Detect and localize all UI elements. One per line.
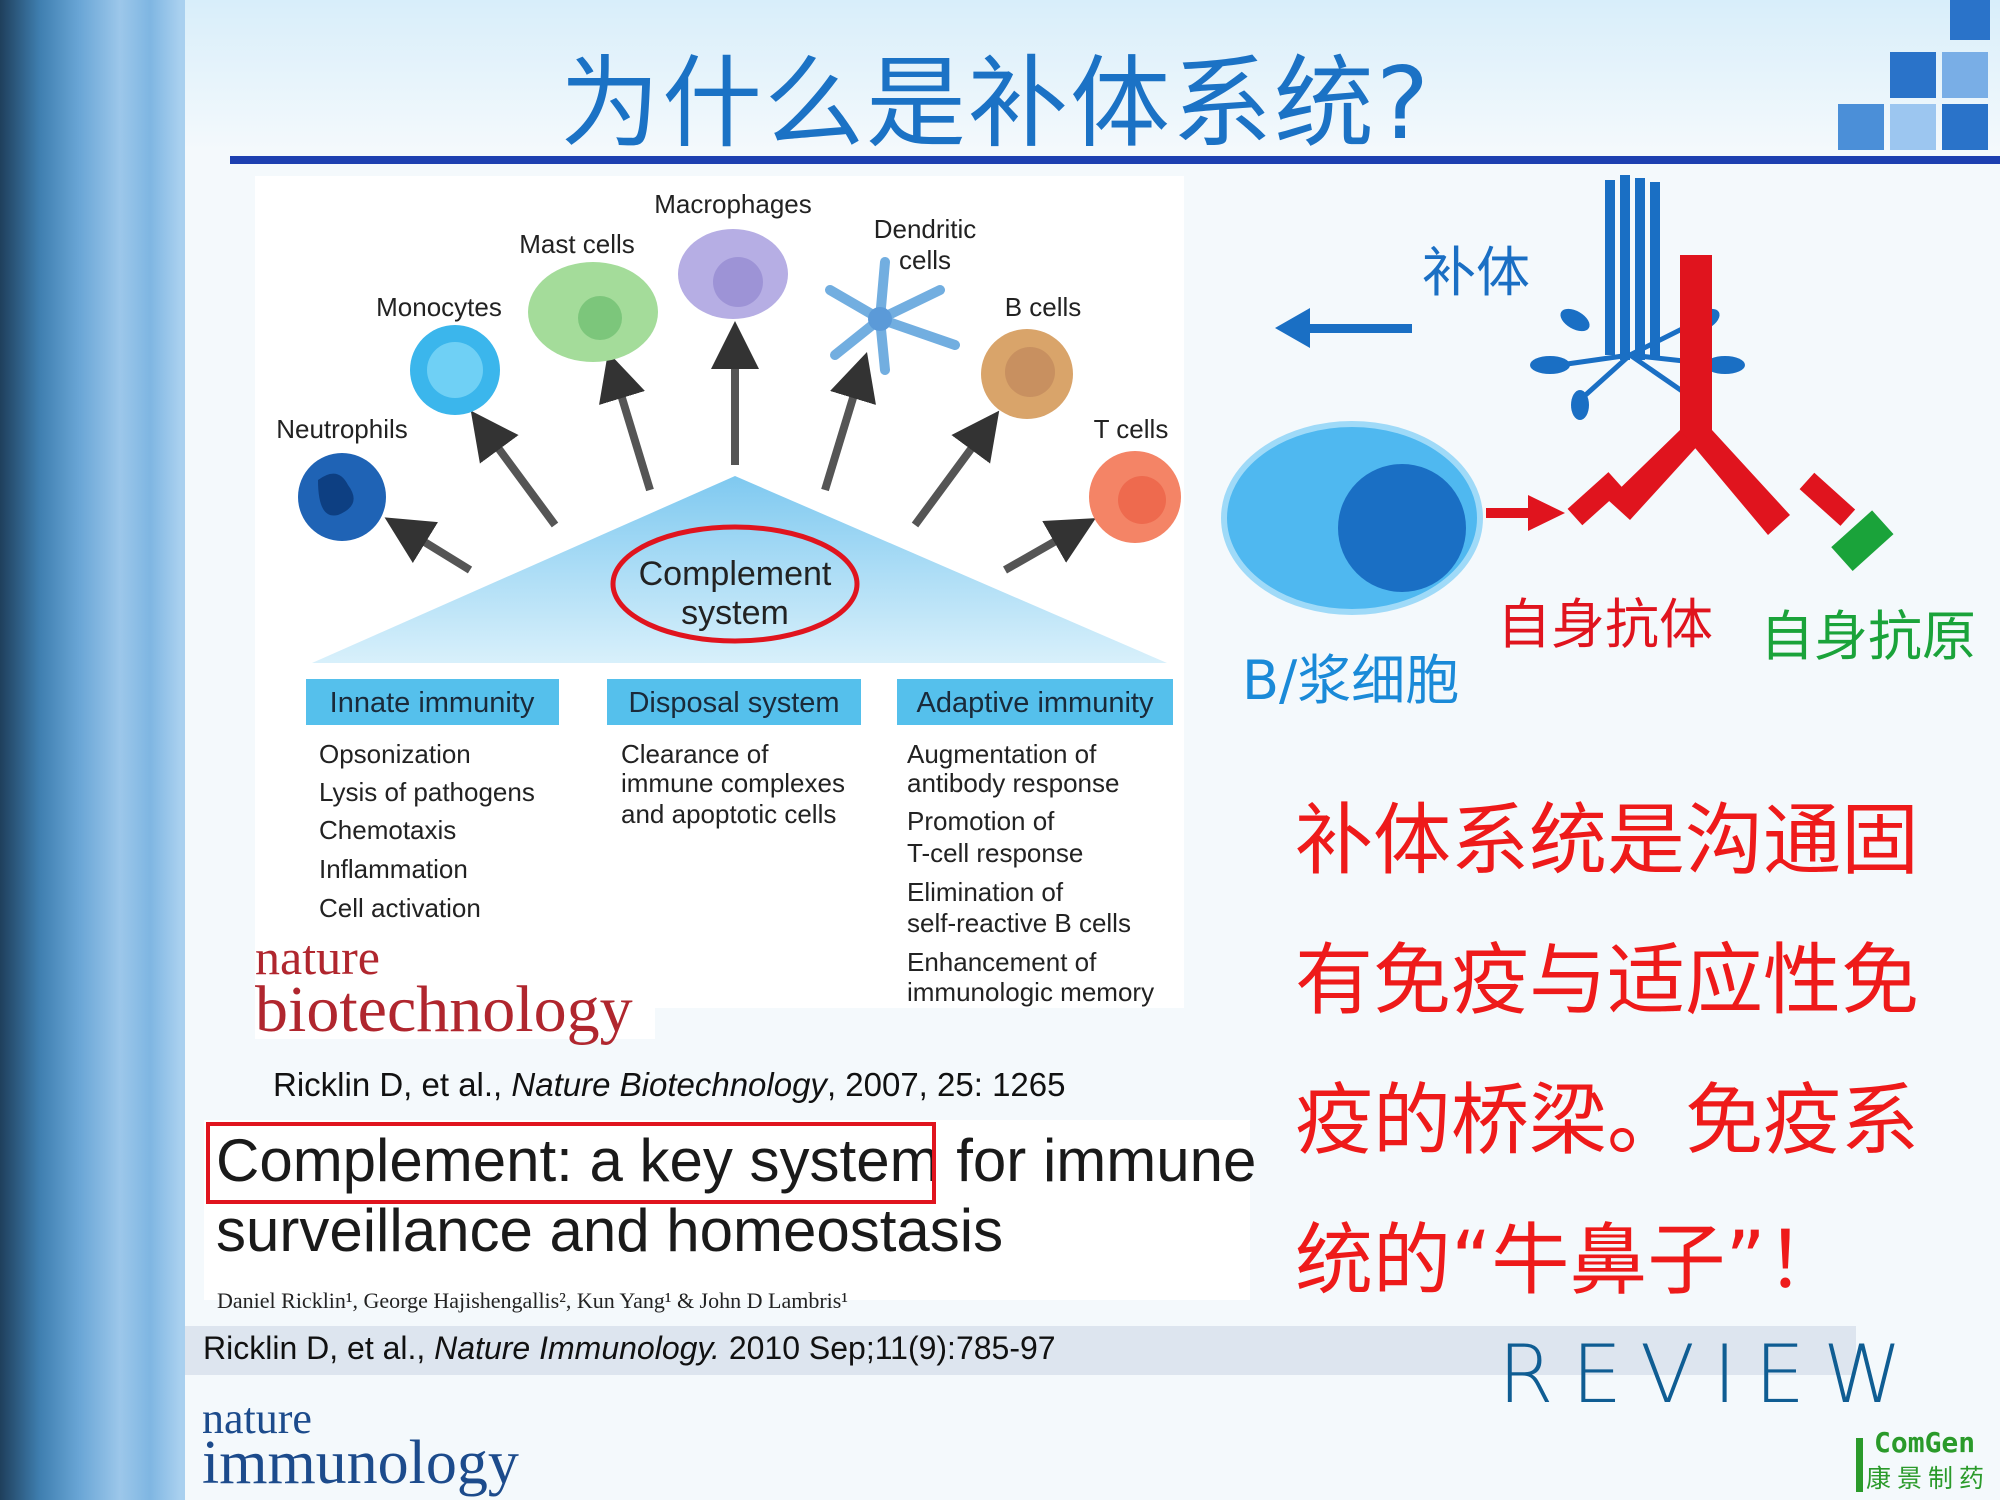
monocyte-cell-icon bbox=[410, 325, 500, 415]
disposal-header-box bbox=[607, 679, 861, 725]
adaptive-item: Augmentation of bbox=[907, 739, 1097, 769]
innate-item: Chemotaxis bbox=[319, 815, 456, 845]
autoantibody-diagram bbox=[1221, 175, 1894, 615]
macrophage-cell-icon bbox=[678, 229, 788, 319]
label-macrophages: Macrophages bbox=[654, 189, 812, 219]
slide-title: 为什么是补体系统? bbox=[560, 45, 1432, 162]
adaptive-item: Enhancement of bbox=[907, 947, 1097, 977]
neutrophil-cell-icon bbox=[298, 453, 386, 541]
adaptive-item: immunologic memory bbox=[907, 977, 1154, 1007]
comgen-logo: ComGen 康景制药 bbox=[1856, 1426, 1990, 1495]
logo-line2: biotechnology bbox=[255, 973, 633, 1046]
adaptive-item: self-reactive B cells bbox=[907, 908, 1131, 938]
left-decorative-bar bbox=[0, 0, 185, 1500]
logo-line1: nature bbox=[202, 1394, 312, 1443]
antibody-icon bbox=[1567, 255, 1894, 571]
review-label: REVIEW bbox=[1498, 1328, 1921, 1421]
innate-header: Innate immunity bbox=[330, 687, 535, 719]
disposal-item: and apoptotic cells bbox=[621, 799, 836, 829]
label-monocytes: Monocytes bbox=[376, 292, 502, 322]
title-highlight-box bbox=[206, 1122, 936, 1204]
complement-diagram-svg: Neutrophils Monocytes Mast cells Macroph… bbox=[276, 189, 1181, 1007]
adaptive-header-box bbox=[897, 679, 1173, 725]
innate-item: Opsonization bbox=[319, 739, 471, 769]
citation-authors: Ricklin D, et al., bbox=[273, 1066, 512, 1103]
b-cell-icon bbox=[1221, 421, 1483, 615]
adaptive-item: T-cell response bbox=[907, 838, 1083, 868]
logo-bar bbox=[1856, 1438, 1863, 1492]
adaptive-header: Adaptive immunity bbox=[917, 687, 1154, 719]
citation-nature-immunology: Ricklin D, et al., Nature Immunology. 20… bbox=[203, 1330, 1056, 1367]
citation-nature-biotechnology: Ricklin D, et al., Nature Biotechnology,… bbox=[273, 1066, 1065, 1104]
t-cell-icon bbox=[1089, 451, 1181, 543]
statement-line-4: 统的“牛鼻子”！ bbox=[1295, 1216, 1844, 1306]
innate-item: Lysis of pathogens bbox=[319, 777, 535, 807]
b-cell-icon bbox=[981, 329, 1073, 419]
adaptive-item: antibody response bbox=[907, 768, 1119, 798]
innate-item: Cell activation bbox=[319, 893, 481, 923]
label-neutrophils: Neutrophils bbox=[276, 414, 408, 444]
label-t-cells: T cells bbox=[1094, 414, 1169, 444]
dendritic-cell-icon bbox=[825, 257, 960, 375]
statement-line-3: 疫的桥梁。免疫系 bbox=[1295, 1076, 1920, 1166]
center-label-line2: system bbox=[681, 594, 789, 632]
autoantibody-label: 自身抗体 bbox=[1497, 593, 1713, 656]
innate-header-box bbox=[306, 679, 559, 725]
autoantigen-label: 自身抗原 bbox=[1760, 605, 1976, 668]
citation-authors: Ricklin D, et al., bbox=[203, 1330, 435, 1366]
citation-band bbox=[185, 1326, 1856, 1375]
statement-line-1: 补体系统是沟通固 bbox=[1295, 796, 1920, 886]
complement-highlight-ellipse bbox=[610, 524, 860, 644]
disposal-item: Clearance of bbox=[621, 739, 769, 769]
citation-journal: Nature Immunology. bbox=[434, 1330, 720, 1366]
adaptive-item: Elimination of bbox=[907, 877, 1064, 907]
corner-squares-decoration bbox=[1838, 0, 1990, 150]
citation-details: , 2007, 25: 1265 bbox=[826, 1066, 1066, 1103]
paper-title-line2: surveillance and homeostasis bbox=[216, 1197, 1004, 1264]
disposal-header: Disposal system bbox=[628, 687, 839, 719]
label-dendritic-cells: cells bbox=[899, 245, 951, 275]
left-arrow-icon bbox=[1275, 308, 1412, 348]
logo-line1: nature bbox=[255, 929, 380, 985]
arrows bbox=[384, 321, 1096, 574]
citation-details: 2010 Sep;11(9):785-97 bbox=[719, 1330, 1056, 1366]
label-b-cells: B cells bbox=[1005, 292, 1082, 322]
citation-journal: Nature Biotechnology bbox=[511, 1066, 827, 1103]
paper-title-highlighted: Complement: a key system bbox=[216, 1127, 940, 1194]
paper-authors: Daniel Ricklin¹, George Hajishengallis²,… bbox=[217, 1288, 848, 1313]
b-cell-label: B/浆细胞 bbox=[1242, 649, 1460, 712]
complement-triangle bbox=[312, 476, 1167, 663]
adaptive-item: Promotion of bbox=[907, 806, 1055, 836]
center-label-line1: Complement bbox=[639, 555, 832, 593]
company-name-en: ComGen bbox=[1874, 1426, 1976, 1459]
innate-item: Inflammation bbox=[319, 854, 468, 884]
label-dendritic: Dendritic bbox=[874, 214, 977, 244]
complement-label: 补体 bbox=[1422, 241, 1530, 304]
logo-line2: immunology bbox=[202, 1429, 519, 1498]
nature-immunology-logo: nature immunology bbox=[202, 1394, 519, 1498]
disposal-item: immune complexes bbox=[621, 768, 845, 798]
title-divider bbox=[230, 156, 2000, 164]
red-arrow-icon bbox=[1486, 495, 1565, 531]
paper-title-rest: for immune bbox=[939, 1127, 1257, 1194]
paper-title: Complement: a key system for immune surv… bbox=[216, 1126, 1256, 1266]
complement-molecule-icon bbox=[1530, 175, 1745, 420]
label-mast-cells: Mast cells bbox=[519, 229, 635, 259]
nature-biotechnology-logo: nature biotechnology bbox=[255, 929, 655, 1046]
mast-cell-icon bbox=[528, 262, 658, 362]
company-name-cn: 康景制药 bbox=[1866, 1464, 1991, 1493]
header-band bbox=[185, 0, 2000, 150]
paper-title-panel bbox=[204, 1120, 1250, 1300]
statement-line-2: 有免疫与适应性免 bbox=[1295, 936, 1920, 1026]
